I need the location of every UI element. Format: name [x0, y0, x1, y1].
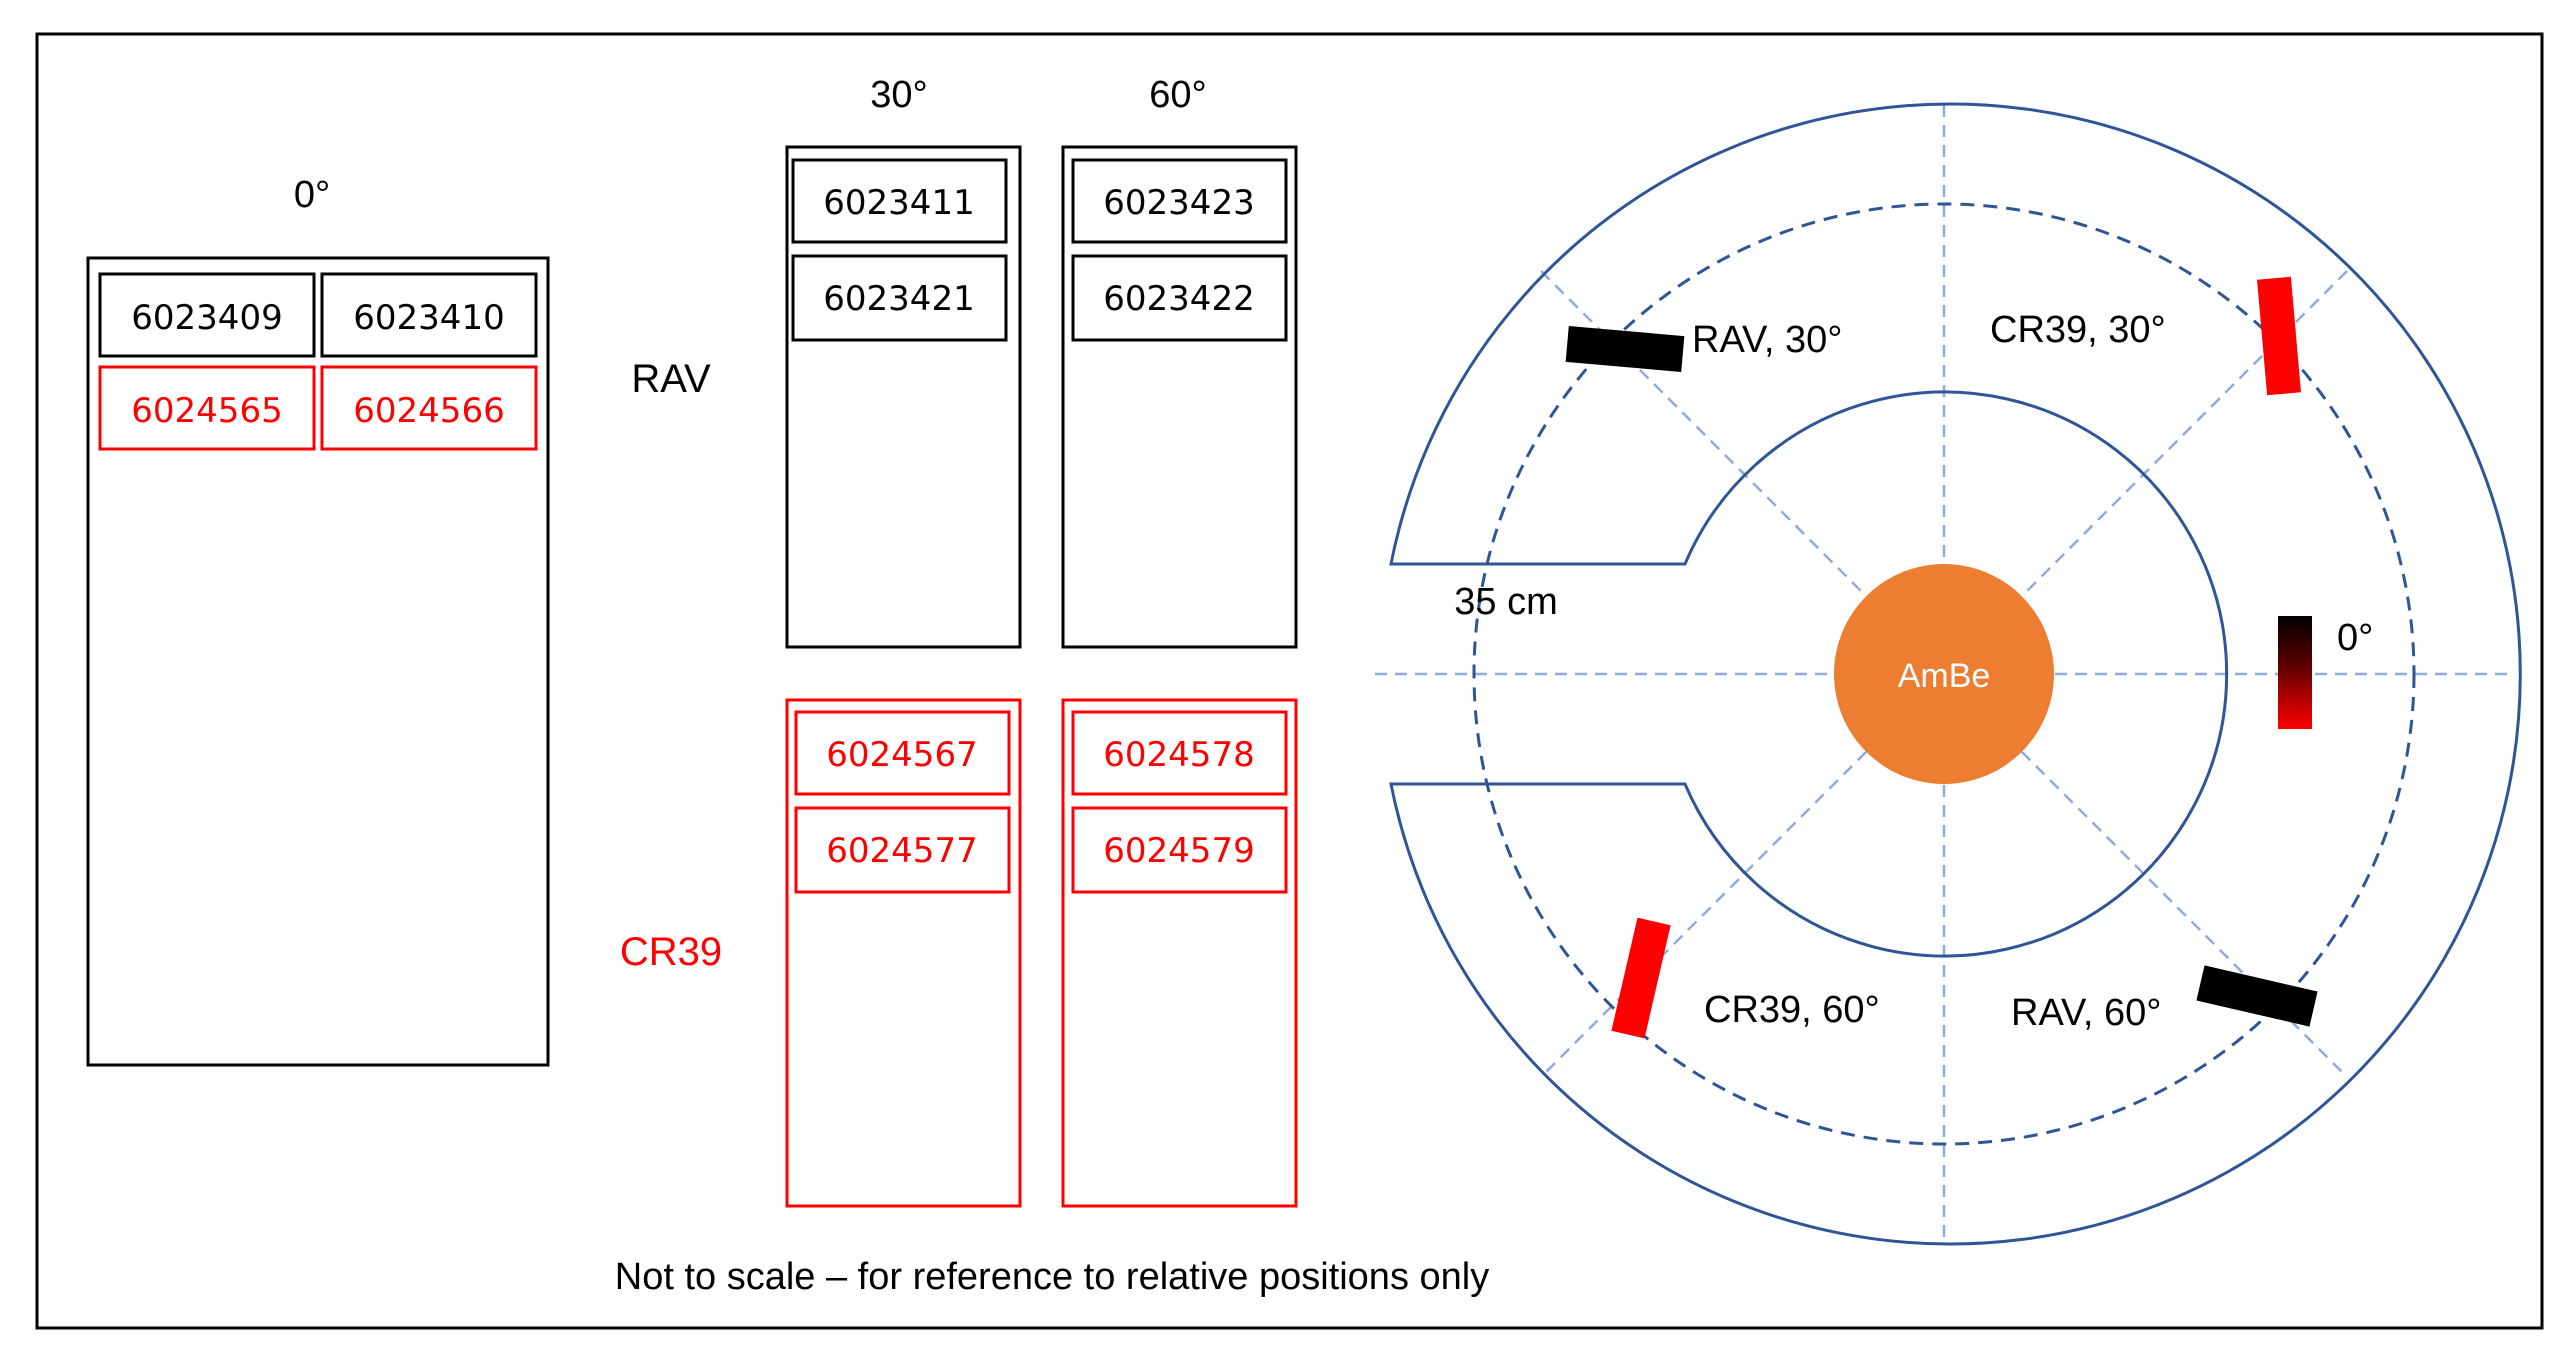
dosimeter-rav-30-a: 6023411: [791, 158, 1008, 244]
rav-30-detector: [1565, 326, 1685, 372]
detector-radius-circle: [1472, 202, 2416, 1146]
dosimeter-id: 6024579: [1103, 831, 1254, 871]
caption: Not to scale – for reference to relative…: [615, 1256, 1489, 1298]
zero-degree-detector: [2278, 616, 2312, 729]
label-cr39: CR39: [620, 930, 722, 974]
header-30-degree: 30°: [870, 74, 927, 116]
dosimeter-cr39-60-b: 6024579: [1071, 806, 1288, 894]
dosimeter-id: 6023411: [823, 183, 974, 223]
dosimeter-id: 6023410: [353, 298, 504, 338]
dosimeter-id: 6024565: [131, 391, 282, 431]
label-rav-30: RAV, 30°: [1692, 319, 1842, 361]
figure-frame: [35, 32, 2544, 1330]
dosimeter-id: 6023409: [131, 298, 282, 338]
dosimeter-rav-30-b: 6023421: [791, 254, 1008, 342]
rav-60-detector: [2196, 965, 2318, 1027]
cr39-60-detector: [1611, 917, 1671, 1039]
source-label: AmBe: [1898, 657, 1991, 695]
dosimeter-rav-60-a: 6023423: [1071, 158, 1288, 244]
holder-cr39-60-degree: [1061, 698, 1298, 1208]
header-0-degree: 0°: [294, 174, 330, 216]
dosimeter-cr39-30-a: 6024567: [794, 710, 1011, 796]
label-cr39-60: CR39, 60°: [1704, 989, 1880, 1031]
label-rav: RAV: [631, 357, 711, 401]
dosimeter-id: 6023422: [1103, 279, 1254, 319]
dosimeter-rav-0-a: 6023409: [98, 272, 316, 358]
holder-rav-30-degree: [785, 145, 1022, 649]
holder-cr39-30-degree: [785, 698, 1022, 1208]
holder-0-degree: [86, 256, 550, 1067]
dosimeter-cr39-30-b: 6024577: [794, 806, 1011, 894]
annular-shield: [1389, 102, 2522, 1246]
dosimeter-cr39-60-a: 6024578: [1071, 710, 1288, 796]
label-rav-60: RAV, 60°: [2011, 992, 2161, 1034]
holder-rav-60-degree: [1061, 145, 1298, 649]
label-zero-degree: 0°: [2337, 617, 2373, 659]
ambe-source: [1834, 564, 2054, 784]
distance-label: 35 cm: [1454, 581, 1557, 623]
dosimeter-rav-60-b: 6023422: [1071, 254, 1288, 342]
dosimeter-id: 6023423: [1103, 183, 1254, 223]
cr39-30-detector: [2257, 276, 2301, 396]
dosimeter-id: 6024567: [826, 735, 977, 775]
dosimeter-id: 6024577: [826, 831, 977, 871]
dosimeter-id: 6024566: [353, 391, 504, 431]
dosimeter-cr39-0-b: 6024566: [320, 365, 538, 451]
dosimeter-id: 6024578: [1103, 735, 1254, 775]
header-60-degree: 60°: [1149, 74, 1206, 116]
dosimeter-id: 6023421: [823, 279, 974, 319]
label-cr39-30: CR39, 30°: [1990, 309, 2166, 351]
dosimeter-rav-0-b: 6023410: [320, 272, 538, 358]
dosimeter-cr39-0-a: 6024565: [98, 365, 316, 451]
